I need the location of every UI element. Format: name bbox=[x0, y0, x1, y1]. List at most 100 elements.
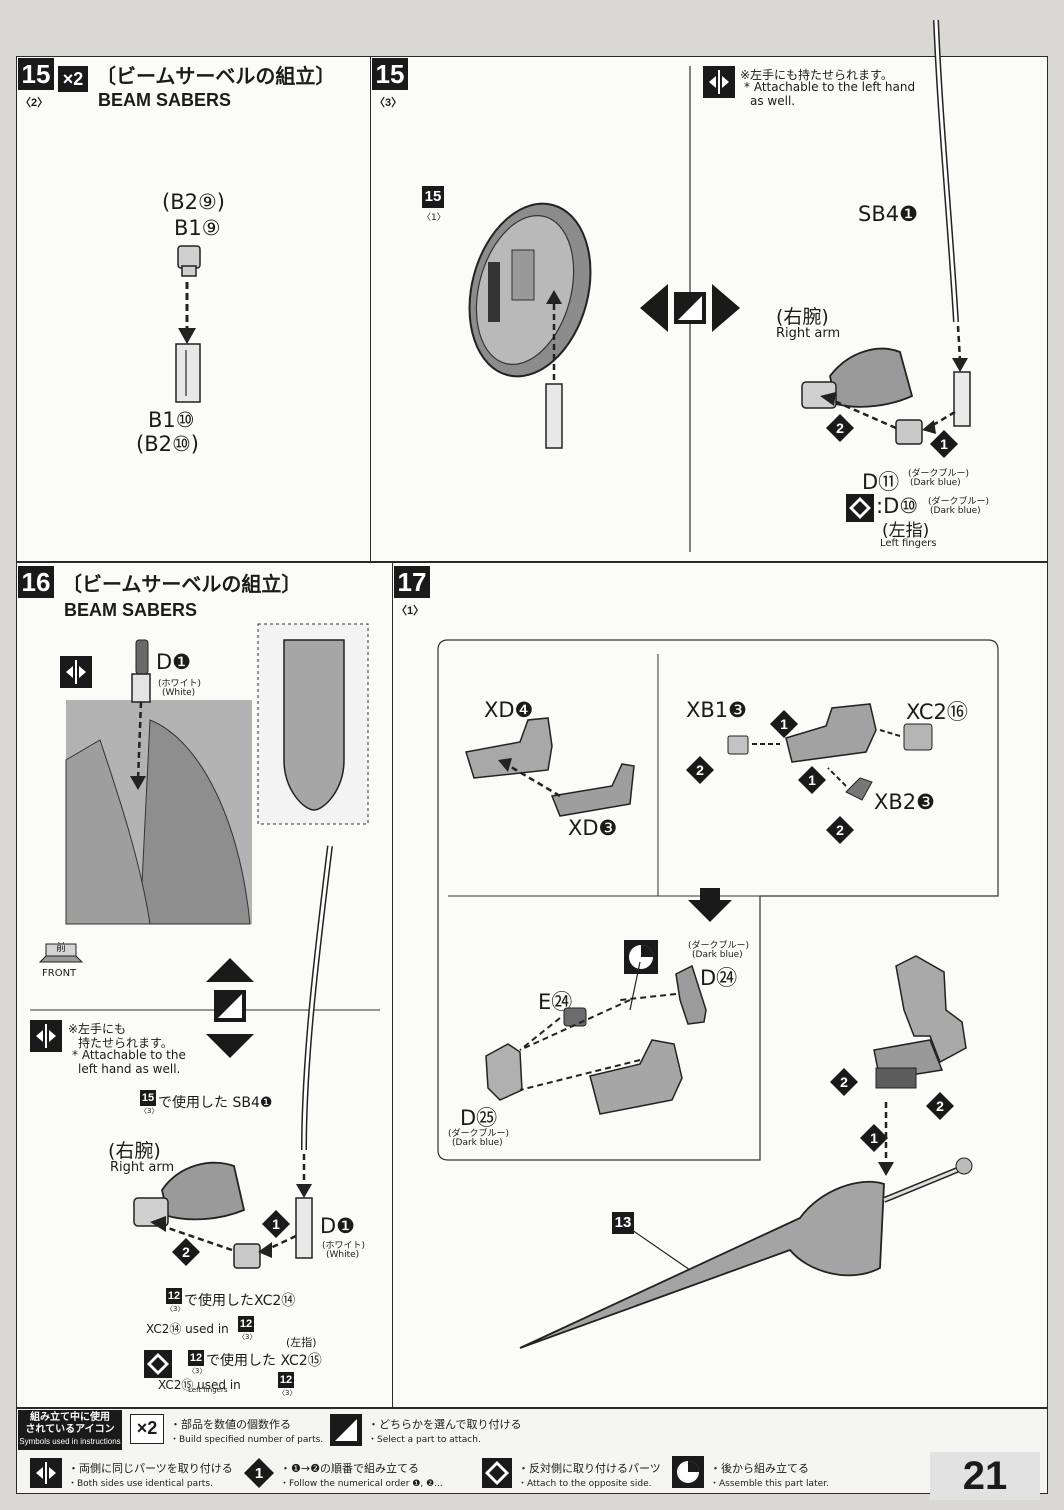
color-en: (White) bbox=[162, 688, 196, 698]
left-fingers-en: Left fingers bbox=[880, 538, 937, 549]
front-indicator-icon: 前 FRONT bbox=[38, 938, 84, 982]
opposite-side-icon bbox=[144, 1350, 172, 1378]
legend-x2-jp: ・部品を数値の個数作る bbox=[170, 1418, 291, 1431]
legend-heading: 組み立て中に使用 されているアイコン Symbols used in instr… bbox=[18, 1410, 122, 1450]
part-label: D❶ bbox=[320, 1214, 355, 1238]
ref-step-number: 15 bbox=[422, 186, 444, 208]
order-2-number: 2 bbox=[182, 1244, 190, 1260]
section-title-en: BEAM SABERS bbox=[64, 600, 198, 620]
x2-icon: ×2 bbox=[130, 1414, 164, 1444]
left-fingers-en: Left fingers bbox=[188, 1386, 228, 1394]
step-sub: 〈3〉 bbox=[374, 97, 403, 109]
used-part-note-en: XC2⑭ used in bbox=[146, 1322, 229, 1336]
legend-later-en: ・Assemble this part later. bbox=[710, 1479, 829, 1489]
part-label: B1⑨ bbox=[174, 216, 221, 240]
legend-bar bbox=[16, 1408, 1048, 1494]
ref-step-number: 12 bbox=[238, 1316, 254, 1332]
left-fingers-jp: (左指) bbox=[882, 521, 930, 541]
order-2-icon: 2 bbox=[826, 816, 854, 844]
legend-select-jp: ・どちらかを選んで取り付ける bbox=[368, 1418, 522, 1431]
note-en: as well. bbox=[750, 94, 796, 108]
step-number: 15 bbox=[18, 58, 54, 90]
order-1-icon: 1 bbox=[930, 430, 958, 458]
step-sub: 〈2〉 bbox=[20, 97, 49, 109]
part-label: XD❸ bbox=[568, 816, 618, 840]
used-part-note: で使用した XC2⑮ bbox=[206, 1353, 322, 1369]
color-en: (Dark blue) bbox=[692, 950, 743, 960]
order-1-number: 1 bbox=[808, 772, 816, 788]
x2-icon-label: ×2 bbox=[136, 1418, 158, 1438]
order-1-number: 1 bbox=[870, 1130, 878, 1146]
front-jp: 前 bbox=[56, 943, 66, 954]
color-en: (Dark blue) bbox=[452, 1138, 503, 1148]
step-number: 17 bbox=[394, 566, 430, 598]
part-label: XB2❸ bbox=[874, 790, 935, 814]
part-label: (B2⑨) bbox=[162, 190, 225, 214]
ref-step-number: 12 bbox=[166, 1288, 182, 1304]
note-en: left hand as well. bbox=[78, 1062, 181, 1076]
ref-step-sub: 〈3〉 bbox=[278, 1389, 297, 1397]
note-en: * Attachable to the bbox=[72, 1048, 186, 1062]
step-15-2-panel bbox=[16, 56, 372, 562]
right-arm-en: Right arm bbox=[776, 326, 841, 341]
part-label: D❶ bbox=[156, 650, 191, 674]
ref-step-number: 12 bbox=[278, 1372, 294, 1388]
right-arm-jp: (右腕) bbox=[108, 1140, 161, 1162]
legend-order-jp: ・❶→❷の順番で組み立てる bbox=[280, 1462, 419, 1475]
part-label: B1⑩ bbox=[148, 408, 195, 432]
section-title-jp: 〔ビームサーベルの組立〕 bbox=[96, 64, 336, 88]
order-2-icon: 2 bbox=[172, 1238, 200, 1266]
both-sides-icon bbox=[60, 656, 92, 688]
ref-step-number: 12 bbox=[188, 1350, 204, 1366]
ref-step-number: 13 bbox=[612, 1212, 634, 1234]
section-title-jp: 〔ビームサーベルの組立〕 bbox=[62, 572, 302, 596]
order-1-number: 1 bbox=[940, 436, 948, 452]
select-one-icon bbox=[330, 1414, 362, 1446]
right-arm-jp: (右腕) bbox=[776, 306, 829, 328]
section-title-en: BEAM SABERS bbox=[98, 90, 232, 110]
order-2-number: 2 bbox=[836, 420, 844, 436]
order-1-number: 1 bbox=[272, 1216, 280, 1232]
part-label: E㉔ bbox=[538, 990, 573, 1014]
order-2-number: 2 bbox=[936, 1098, 944, 1114]
part-label: SB4❶ bbox=[858, 202, 918, 226]
assemble-later-icon bbox=[672, 1456, 704, 1488]
page-number: 21 bbox=[930, 1452, 1040, 1500]
used-part-note-en: XC2⑮ used in bbox=[158, 1378, 241, 1392]
legend-select-en: ・Select a part to attach. bbox=[368, 1435, 481, 1445]
legend-heading-jp: 組み立て中に使用 bbox=[30, 1412, 110, 1423]
multiplier-icon: ×2 bbox=[58, 66, 88, 92]
assemble-later-icon bbox=[624, 940, 658, 974]
both-sides-icon bbox=[703, 66, 735, 98]
used-part-note: で使用した SB4❶ bbox=[158, 1095, 273, 1111]
order-2-icon: 2 bbox=[830, 1068, 858, 1096]
order-2-icon: 2 bbox=[826, 414, 854, 442]
ref-step-sub: 〈3〉 bbox=[188, 1367, 207, 1375]
legend-later-jp: ・後から組み立てる bbox=[710, 1462, 809, 1475]
part-label: (B2⑩) bbox=[136, 432, 199, 456]
ref-step-sub: 〈1〉 bbox=[422, 213, 446, 223]
color-jp: (ホワイト) bbox=[322, 1241, 366, 1251]
order-1-icon: 1 bbox=[798, 766, 826, 794]
ref-step-sub: 〈3〉 bbox=[238, 1333, 257, 1341]
numerical-order-icon-number: 1 bbox=[255, 1465, 263, 1482]
part-label: XB1❸ bbox=[686, 698, 747, 722]
part-label: XC2⑯ bbox=[906, 700, 968, 724]
note-jp: ※左手にも bbox=[68, 1022, 127, 1036]
order-2-number: 2 bbox=[836, 822, 844, 838]
ref-step-sub: 〈3〉 bbox=[140, 1107, 159, 1115]
order-2-number: 2 bbox=[696, 762, 704, 778]
opposite-side-icon bbox=[846, 494, 874, 522]
front-en: FRONT bbox=[42, 968, 77, 979]
legend-heading-jp: されているアイコン bbox=[25, 1424, 115, 1435]
order-1-icon: 1 bbox=[860, 1124, 888, 1152]
part-label: D㉔ bbox=[700, 966, 738, 990]
color-en: (Dark blue) bbox=[930, 506, 981, 516]
part-label: :D⑩ bbox=[876, 494, 919, 518]
legend-heading-en: Symbols used in instructions bbox=[19, 1437, 121, 1446]
step-number: 15 bbox=[372, 58, 408, 90]
color-jp: (ダークブルー) bbox=[928, 497, 990, 507]
color-jp: (ダークブルー) bbox=[908, 469, 970, 479]
opposite-side-icon bbox=[482, 1458, 512, 1488]
